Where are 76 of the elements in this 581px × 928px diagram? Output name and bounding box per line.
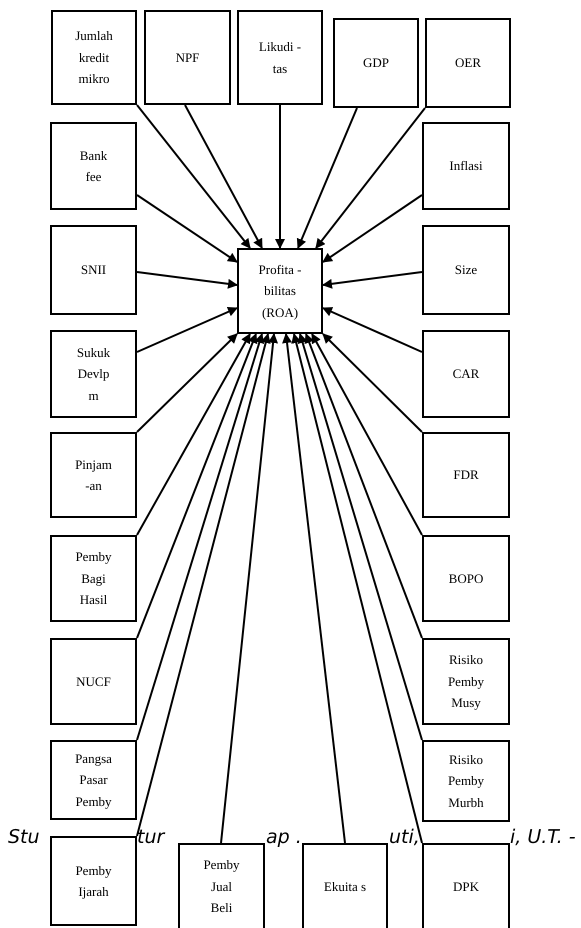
variable-box (144, 10, 231, 105)
arrow (275, 105, 285, 249)
variable-box (333, 18, 419, 108)
arrow (291, 333, 423, 844)
variable-label: SNII (80, 261, 106, 280)
caption-fragment: Stu (8, 826, 40, 848)
arrow (282, 333, 346, 844)
caption-fragment: ap . (266, 826, 302, 848)
variable-label: Pemby Jual Beli (202, 856, 241, 918)
arrow (322, 271, 422, 289)
arrow (136, 333, 258, 638)
variable-label: Risiko Pemby Murbh (446, 750, 486, 812)
arrow (136, 333, 264, 740)
variable-box (422, 638, 510, 725)
caption-fragment: uti, (389, 826, 420, 848)
variable-box (237, 10, 323, 105)
arrow (322, 307, 422, 353)
arrow (136, 333, 271, 836)
variable-box (425, 18, 511, 108)
arrow (322, 333, 423, 433)
variable-label: CAR (452, 365, 480, 384)
variable-box (237, 248, 323, 334)
variable-label: BOPO (448, 570, 484, 588)
variable-label: Pemby Ijarah (74, 862, 113, 901)
variable-label: Likudi -tas (258, 38, 302, 78)
arrow (136, 333, 251, 536)
variable-label: NPF (176, 48, 200, 67)
variable-box (178, 843, 265, 928)
variable-label: FDR (453, 466, 479, 484)
arrow (184, 104, 263, 249)
variable-box (50, 638, 137, 725)
variable-box (50, 225, 137, 315)
arrow (136, 104, 251, 249)
arrow (136, 194, 238, 263)
caption-fragment: tur (137, 826, 164, 848)
variable-label: Ekuita s (324, 878, 366, 896)
variable-box (302, 843, 388, 928)
variable-label: Risiko Pemby Musy (446, 651, 486, 712)
arrow (322, 194, 423, 263)
variable-label: OER (455, 54, 481, 72)
arrow (136, 333, 238, 433)
variable-box (422, 740, 510, 822)
arrow (311, 333, 423, 536)
variable-label: Profita -bilitas (ROA) (258, 260, 302, 322)
variable-label: Pinjam -an (74, 456, 113, 495)
arrow (296, 108, 358, 249)
arrow (298, 333, 423, 740)
variable-label: NUCF (76, 672, 111, 691)
variable-label: Inflasi (449, 157, 483, 176)
variable-box (51, 10, 137, 105)
variable-label: Jumlah kredit mikro (74, 27, 114, 88)
variable-box (50, 535, 137, 622)
variable-label: Size (454, 261, 478, 280)
variable-label: DPK (452, 878, 479, 896)
variable-box (422, 225, 510, 315)
variable-box (50, 836, 137, 926)
arrow (304, 333, 423, 638)
variable-box (422, 330, 510, 418)
variable-box (50, 432, 137, 518)
variable-label: Sukuk Devlp m (76, 344, 112, 405)
variable-box (422, 843, 510, 928)
variable-box (422, 535, 510, 622)
arrow (136, 271, 238, 289)
variable-box (50, 122, 137, 210)
caption-fragment: i, U.T. - (510, 826, 576, 848)
variable-box (422, 432, 510, 518)
variable-box (422, 122, 510, 210)
arrow (220, 333, 278, 844)
variable-label: Pangsa Pasar Pemby (74, 750, 113, 811)
variable-label: GDP (362, 54, 389, 72)
variable-label: Pemby Bagi Hasil (74, 548, 113, 610)
variable-box (50, 740, 137, 820)
arrow (136, 307, 238, 353)
variable-label: Bank fee (78, 146, 108, 186)
variable-box (50, 330, 137, 418)
arrow (315, 107, 426, 249)
